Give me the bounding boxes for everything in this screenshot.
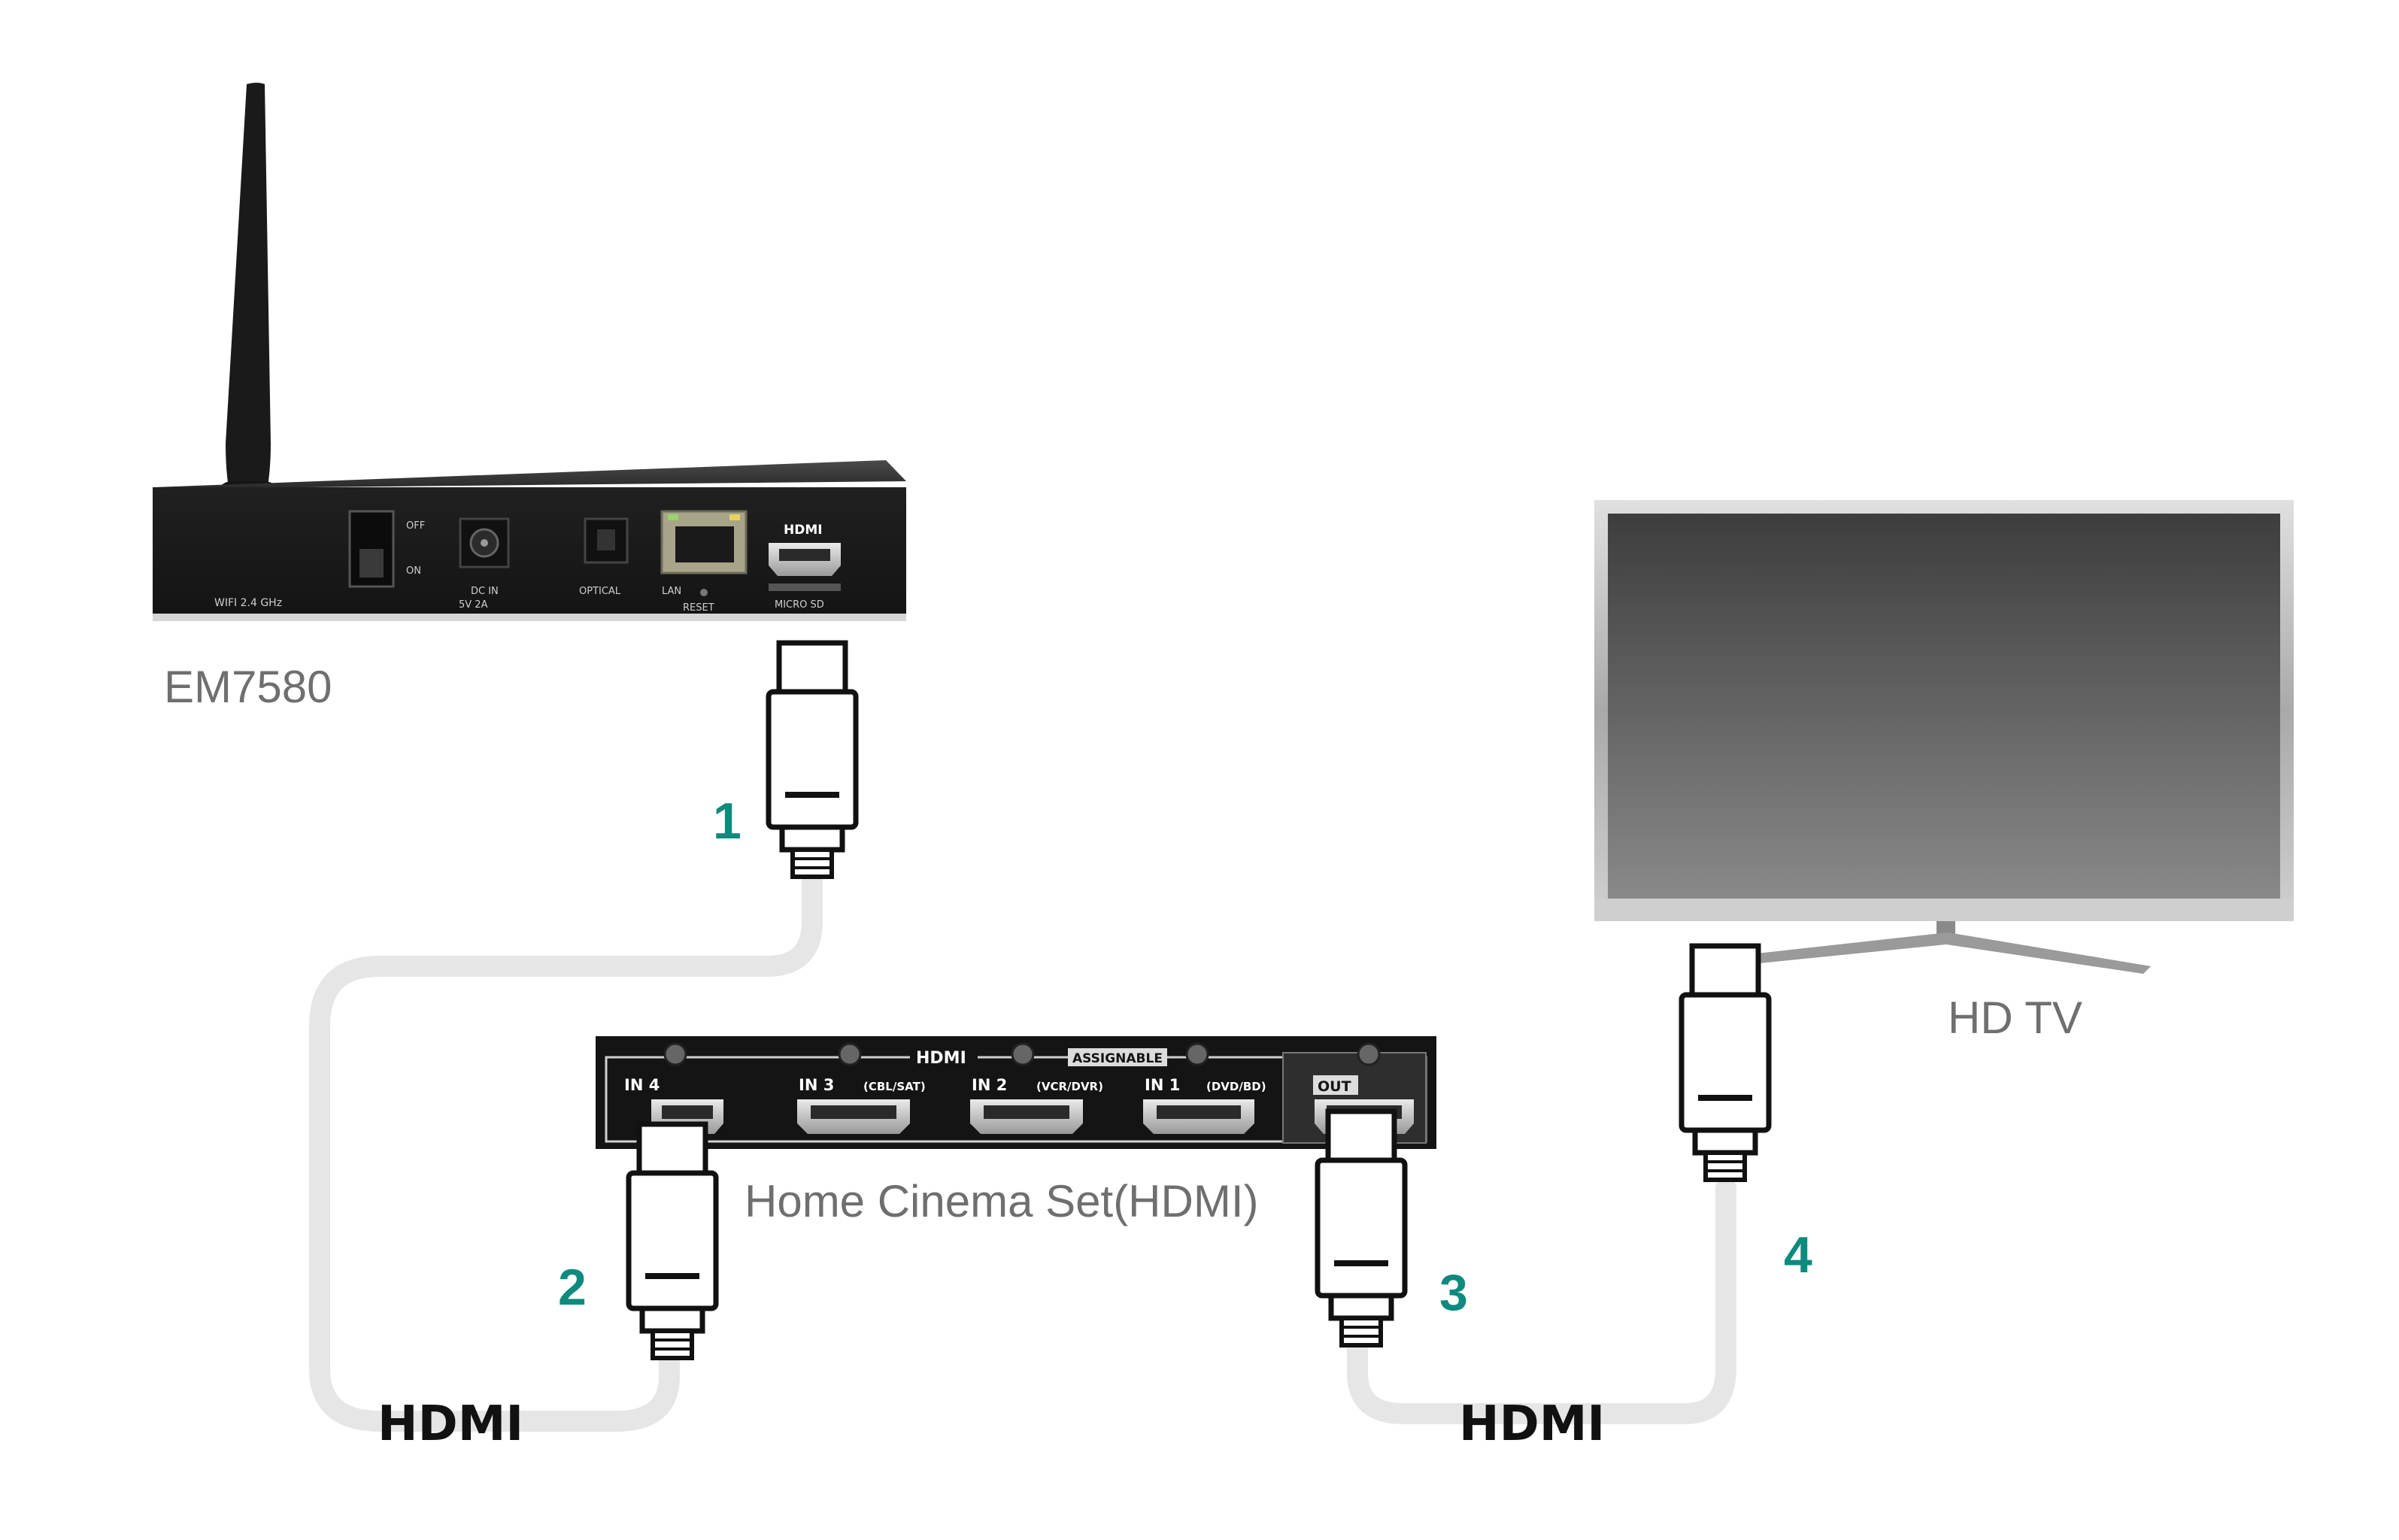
hdmi-plug-3 bbox=[1315, 1108, 1408, 1348]
svg-text:HDMI: HDMI bbox=[784, 523, 823, 538]
hdmi-plug-2 bbox=[626, 1121, 719, 1360]
cable-label-hdmi-right: HDMI bbox=[1459, 1396, 1605, 1452]
optical-port bbox=[584, 517, 629, 564]
cable-receiver-to-tv bbox=[1347, 1178, 1736, 1424]
player-hdmi-port: HDMI bbox=[769, 523, 841, 591]
port-label-lan: LAN bbox=[662, 586, 681, 597]
tv-device bbox=[1594, 500, 2294, 974]
receiver-header: HDMI bbox=[916, 1049, 966, 1068]
dc-in-jack bbox=[459, 517, 510, 568]
port-label-reset: RESET bbox=[683, 602, 714, 614]
cable-player-to-receiver bbox=[309, 865, 823, 1432]
media-player-device: OFF ON HDMI WIFI 2.4 GH bbox=[153, 83, 906, 621]
step-number-4: 4 bbox=[1784, 1226, 1812, 1284]
port-label-wifi: WIFI 2.4 GHz bbox=[214, 597, 282, 609]
receiver-input-in3: IN 3 (CBL/SAT) bbox=[797, 1076, 926, 1134]
svg-text:IN 2: IN 2 bbox=[972, 1076, 1007, 1094]
tv-device-label: HD TV bbox=[1948, 993, 2082, 1043]
hdmi-plug-4 bbox=[1679, 943, 1772, 1182]
receiver-device-label: Home Cinema Set(HDMI) bbox=[745, 1176, 1258, 1226]
receiver-assignable: ASSIGNABLE bbox=[1072, 1051, 1163, 1066]
svg-text:OFF: OFF bbox=[406, 520, 425, 532]
lan-port bbox=[660, 510, 748, 596]
receiver-input-in1: IN 1 (DVD/BD) bbox=[1143, 1076, 1266, 1134]
port-label-dc-rating: 5V 2A bbox=[459, 599, 488, 611]
port-label-micro-sd: MICRO SD bbox=[775, 599, 824, 611]
svg-text:ON: ON bbox=[406, 565, 421, 577]
hdmi-plug-1 bbox=[766, 640, 859, 879]
step-number-2: 2 bbox=[558, 1259, 587, 1316]
player-device-label: EM7580 bbox=[164, 662, 332, 712]
svg-text:OUT: OUT bbox=[1318, 1078, 1351, 1095]
svg-text:IN 1: IN 1 bbox=[1145, 1076, 1180, 1094]
svg-text:(VCR/DVR): (VCR/DVR) bbox=[1036, 1080, 1103, 1093]
svg-text:(CBL/SAT): (CBL/SAT) bbox=[863, 1080, 926, 1093]
power-switch: OFF ON bbox=[348, 510, 425, 588]
svg-text:IN 3: IN 3 bbox=[799, 1076, 834, 1094]
svg-text:IN 4: IN 4 bbox=[624, 1076, 660, 1094]
svg-text:(DVD/BD): (DVD/BD) bbox=[1206, 1080, 1266, 1093]
home-cinema-receiver: HDMI ASSIGNABLE IN 4 IN 3 (CBL/SAT) IN 2… bbox=[596, 1036, 1436, 1149]
port-label-dc-in: DC IN bbox=[471, 586, 499, 597]
step-number-1: 1 bbox=[713, 793, 742, 850]
receiver-input-in2: IN 2 (VCR/DVR) bbox=[970, 1076, 1103, 1134]
cable-label-hdmi-left: HDMI bbox=[378, 1396, 523, 1452]
step-number-3: 3 bbox=[1439, 1264, 1468, 1321]
port-label-optical: OPTICAL bbox=[579, 586, 621, 597]
